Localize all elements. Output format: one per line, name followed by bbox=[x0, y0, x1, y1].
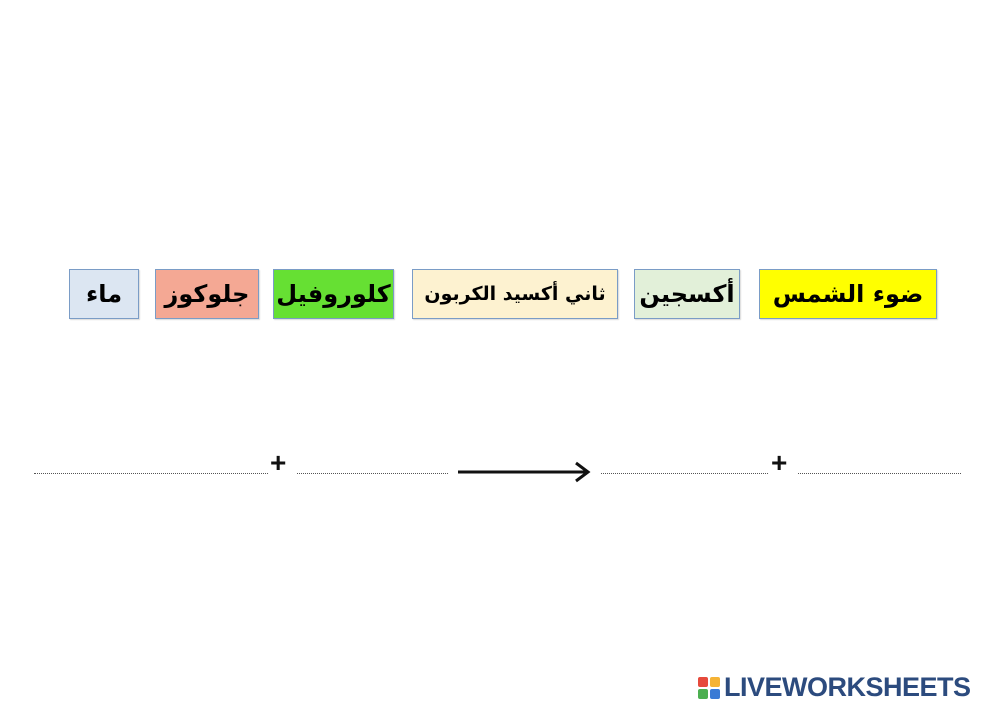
arrow-right-icon bbox=[458, 461, 591, 483]
liveworksheets-logo: LIVEWORKSHEETS bbox=[698, 672, 971, 703]
liveworksheets-logo-icon bbox=[698, 676, 720, 699]
word-water[interactable]: ماء bbox=[69, 269, 139, 319]
word-glucose[interactable]: جلوكوز bbox=[155, 269, 259, 319]
plus-sign-left: + bbox=[270, 447, 287, 478]
logo-text: LIVEWORKSHEETS bbox=[724, 672, 971, 702]
answer-blank-1[interactable] bbox=[34, 473, 268, 474]
word-oxygen[interactable]: أكسجين bbox=[634, 269, 740, 319]
plus-sign-right: + bbox=[771, 447, 788, 478]
word-chlorophyll[interactable]: كلوروفيل bbox=[273, 269, 394, 319]
answer-blank-4[interactable] bbox=[798, 473, 961, 474]
answer-blank-2[interactable] bbox=[297, 473, 448, 474]
answer-blank-3[interactable] bbox=[601, 473, 768, 474]
word-sunlight[interactable]: ضوء الشمس bbox=[759, 269, 937, 319]
word-carbon-dioxide[interactable]: ثاني أكسيد الكربون bbox=[412, 269, 618, 319]
